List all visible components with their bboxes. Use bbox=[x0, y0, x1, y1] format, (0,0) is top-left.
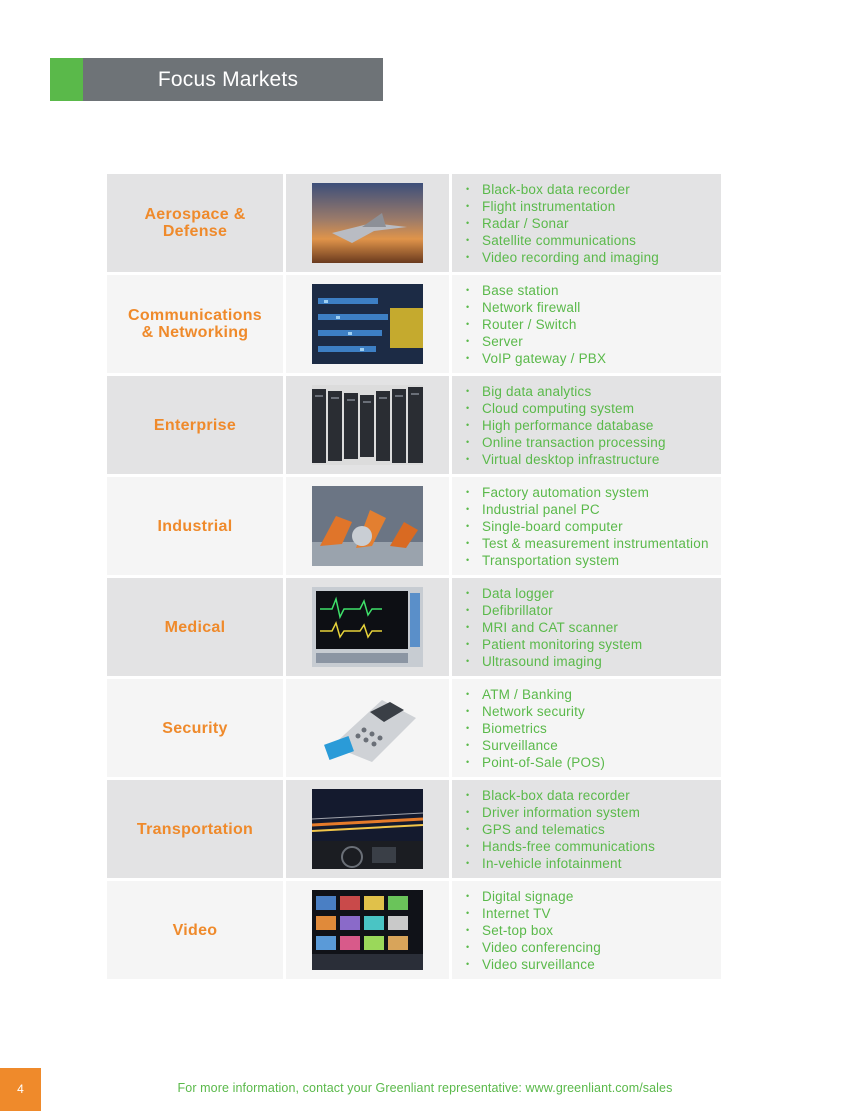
patient-monitor-image bbox=[312, 587, 423, 667]
list-item: Black-box data recorder bbox=[466, 181, 721, 198]
car-dashboard-image bbox=[312, 789, 423, 869]
list-item: Test & measurement instrumentation bbox=[466, 535, 721, 552]
list-item: Black-box data recorder bbox=[466, 787, 721, 804]
market-image-cell bbox=[286, 679, 449, 777]
application-list: Black-box data recorder Flight instrumen… bbox=[452, 174, 721, 272]
list-item: Surveillance bbox=[466, 737, 721, 754]
market-row-communications: Communications& Networking Base station … bbox=[107, 275, 721, 373]
list-item: Virtual desktop infrastructure bbox=[466, 451, 721, 468]
footer-contact-text: For more information, contact your Green… bbox=[177, 1081, 673, 1095]
market-name: Video bbox=[107, 881, 283, 979]
list-item: Digital signage bbox=[466, 888, 721, 905]
list-item: Internet TV bbox=[466, 905, 721, 922]
market-row-security: Security ATM / Banking Network security … bbox=[107, 679, 721, 777]
factory-robots-image bbox=[312, 486, 423, 566]
market-name-line: Transportation bbox=[136, 820, 254, 838]
list-item: Driver information system bbox=[466, 804, 721, 821]
market-name: Industrial bbox=[107, 477, 283, 575]
list-item: Video recording and imaging bbox=[466, 249, 721, 266]
market-image-cell bbox=[286, 174, 449, 272]
list-item: In-vehicle infotainment bbox=[466, 855, 721, 872]
application-list: Digital signage Internet TV Set-top box … bbox=[452, 881, 721, 979]
list-item: Network security bbox=[466, 703, 721, 720]
market-name: Communications& Networking bbox=[107, 275, 283, 373]
list-item: High performance database bbox=[466, 417, 721, 434]
market-row-medical: Medical Data logger Defibrillator MRI an… bbox=[107, 578, 721, 676]
list-item: Hands-free communications bbox=[466, 838, 721, 855]
market-name-line: Enterprise bbox=[153, 416, 237, 434]
list-item: Factory automation system bbox=[466, 484, 721, 501]
list-item: Router / Switch bbox=[466, 316, 721, 333]
list-item: Cloud computing system bbox=[466, 400, 721, 417]
market-row-aerospace: Aerospace &Defense Black-box data record… bbox=[107, 174, 721, 272]
list-item: Data logger bbox=[466, 585, 721, 602]
list-item: Base station bbox=[466, 282, 721, 299]
market-name: Enterprise bbox=[107, 376, 283, 474]
market-name: Transportation bbox=[107, 780, 283, 878]
list-item: Transportation system bbox=[466, 552, 721, 569]
market-image-cell bbox=[286, 275, 449, 373]
list-item: ATM / Banking bbox=[466, 686, 721, 703]
market-name-line: & Networking bbox=[141, 324, 249, 341]
list-item: Network firewall bbox=[466, 299, 721, 316]
list-item: Satellite communications bbox=[466, 232, 721, 249]
market-name-line: Aerospace & bbox=[144, 206, 246, 223]
header-accent-block bbox=[50, 58, 83, 101]
market-row-industrial: Industrial Factory automation system Ind… bbox=[107, 477, 721, 575]
list-item: Video conferencing bbox=[466, 939, 721, 956]
application-list: Black-box data recorder Driver informati… bbox=[452, 780, 721, 878]
list-item: Point-of-Sale (POS) bbox=[466, 754, 721, 771]
market-image-cell bbox=[286, 780, 449, 878]
list-item: Industrial panel PC bbox=[466, 501, 721, 518]
section-header: Focus Markets bbox=[50, 58, 383, 101]
list-item: Ultrasound imaging bbox=[466, 653, 721, 670]
list-item: Big data analytics bbox=[466, 383, 721, 400]
list-item: Patient monitoring system bbox=[466, 636, 721, 653]
list-item: Flight instrumentation bbox=[466, 198, 721, 215]
application-list: Factory automation system Industrial pan… bbox=[452, 477, 721, 575]
video-wall-image bbox=[312, 890, 423, 970]
server-racks-image bbox=[312, 385, 423, 465]
market-row-transportation: Transportation Black-box data recorder D… bbox=[107, 780, 721, 878]
market-image-cell bbox=[286, 477, 449, 575]
market-name-line: Medical bbox=[164, 618, 226, 636]
market-row-video: Video Digital signage Internet TV Set-to… bbox=[107, 881, 721, 979]
market-name-line: Industrial bbox=[157, 517, 233, 535]
list-item: MRI and CAT scanner bbox=[466, 619, 721, 636]
list-item: Radar / Sonar bbox=[466, 215, 721, 232]
market-name: Medical bbox=[107, 578, 283, 676]
card-terminal-image bbox=[312, 688, 423, 768]
market-name-line: Defense bbox=[162, 223, 228, 240]
list-item: Set-top box bbox=[466, 922, 721, 939]
list-item: Server bbox=[466, 333, 721, 350]
network-cables-image bbox=[312, 284, 423, 364]
market-name-line: Security bbox=[162, 719, 228, 737]
list-item: VoIP gateway / PBX bbox=[466, 350, 721, 367]
market-image-cell bbox=[286, 881, 449, 979]
list-item: Online transaction processing bbox=[466, 434, 721, 451]
focus-markets-table: Aerospace &Defense Black-box data record… bbox=[107, 174, 721, 979]
market-row-enterprise: Enterprise Big data analytics Cloud comp… bbox=[107, 376, 721, 474]
market-name-line: Communications bbox=[128, 307, 262, 324]
market-image-cell bbox=[286, 578, 449, 676]
application-list: Big data analytics Cloud computing syste… bbox=[452, 376, 721, 474]
market-image-cell bbox=[286, 376, 449, 474]
page-number: 4 bbox=[0, 1068, 41, 1111]
list-item: Defibrillator bbox=[466, 602, 721, 619]
application-list: ATM / Banking Network security Biometric… bbox=[452, 679, 721, 777]
market-name: Security bbox=[107, 679, 283, 777]
fighter-jet-image bbox=[312, 183, 423, 263]
list-item: Video surveillance bbox=[466, 956, 721, 973]
market-name: Aerospace &Defense bbox=[107, 174, 283, 272]
application-list: Base station Network firewall Router / S… bbox=[452, 275, 721, 373]
list-item: GPS and telematics bbox=[466, 821, 721, 838]
list-item: Biometrics bbox=[466, 720, 721, 737]
market-name-line: Video bbox=[172, 921, 218, 939]
list-item: Single-board computer bbox=[466, 518, 721, 535]
page-title: Focus Markets bbox=[157, 68, 299, 91]
application-list: Data logger Defibrillator MRI and CAT sc… bbox=[452, 578, 721, 676]
